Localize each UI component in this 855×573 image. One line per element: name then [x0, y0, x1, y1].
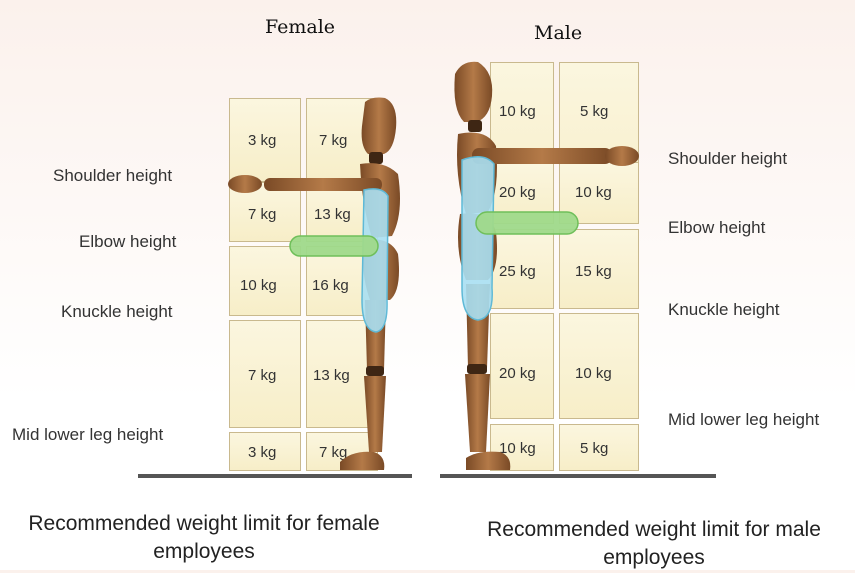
female-floor-line [138, 474, 412, 478]
female-shin [364, 376, 386, 452]
female-head [362, 98, 397, 155]
female-caption: Recommended weight limit for female empl… [0, 510, 408, 567]
male-mannequin [454, 62, 639, 470]
male-forearm-highlight [476, 212, 578, 234]
male-torso-highlight [462, 157, 494, 320]
male-foot [466, 452, 510, 470]
male-neck [468, 120, 482, 132]
female-arm [264, 178, 382, 191]
male-hand [605, 146, 639, 166]
female-mannequin [228, 98, 400, 471]
female-torso-highlight [362, 189, 388, 332]
male-shin [465, 374, 490, 452]
female-hand [228, 175, 262, 193]
female-forearm-highlight [290, 236, 378, 256]
female-foot [340, 452, 384, 470]
male-knee-joint [467, 364, 487, 374]
male-arm [472, 148, 612, 164]
male-caption: Recommended weight limit for male employ… [478, 516, 830, 573]
male-head [454, 62, 492, 122]
male-floor-line [440, 474, 716, 478]
female-neck [369, 152, 383, 164]
female-knee-joint [366, 366, 384, 376]
